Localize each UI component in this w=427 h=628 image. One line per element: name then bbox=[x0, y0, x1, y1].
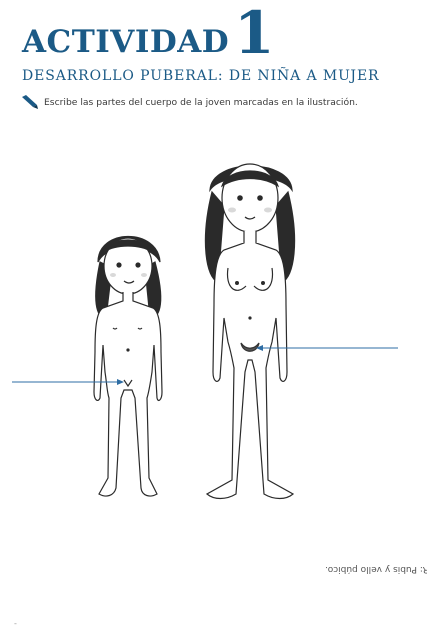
girl-figure bbox=[93, 235, 163, 497]
activity-header: ACTIVIDAD 1 bbox=[22, 0, 275, 67]
answer-text: R: Pubis y vello púbico. bbox=[325, 564, 427, 574]
woman-figure bbox=[204, 163, 296, 500]
activity-number: 1 bbox=[234, 0, 275, 67]
pencil-icon bbox=[22, 95, 38, 109]
instruction-text: Escribe las partes del cuerpo de la jove… bbox=[44, 96, 358, 108]
activity-subtitle: DESARROLLO PUBERAL: DE NIÑA A MUJER bbox=[22, 68, 380, 84]
activity-title: ACTIVIDAD bbox=[22, 23, 230, 60]
corner-mark: - bbox=[14, 619, 17, 628]
arrowhead-girl bbox=[117, 379, 124, 385]
instruction: Escribe las partes del cuerpo de la jove… bbox=[20, 94, 358, 110]
arrowhead-woman bbox=[256, 345, 263, 351]
